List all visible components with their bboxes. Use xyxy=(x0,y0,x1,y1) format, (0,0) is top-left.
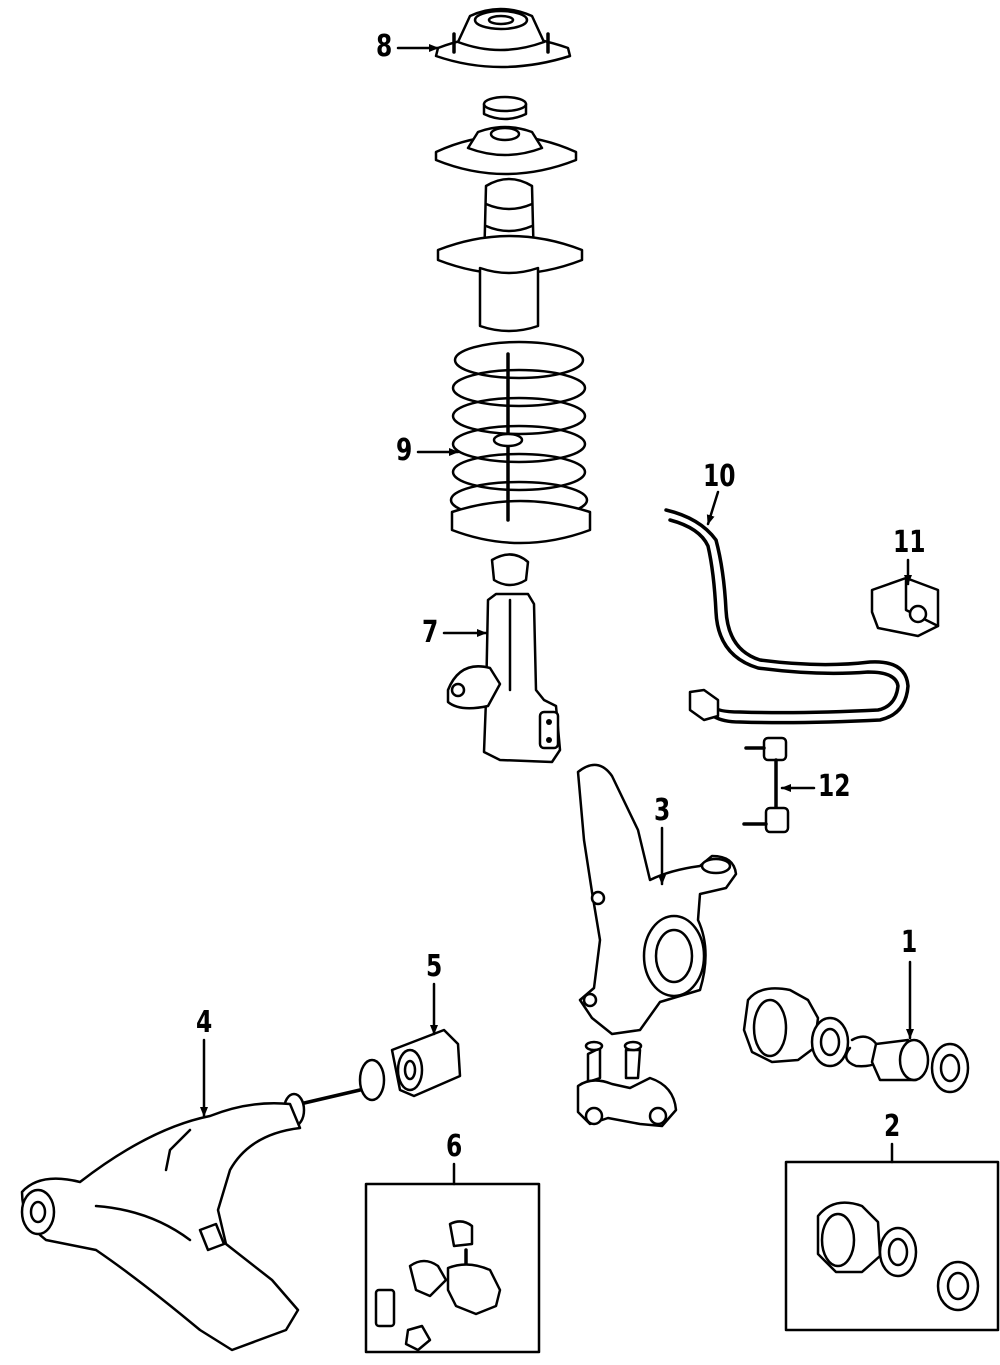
strut-assembly-part-7 xyxy=(446,553,562,764)
stabilizer-bushing-part-11 xyxy=(870,576,940,638)
control-arm-bushing-part-5 xyxy=(358,1028,462,1102)
callout-11: 11 xyxy=(893,525,926,560)
coil-spring-part-9 xyxy=(449,340,592,545)
callout-5: 5 xyxy=(426,949,443,984)
ball-joint-lower xyxy=(576,1040,678,1128)
callout-9: 9 xyxy=(396,433,413,468)
stabilizer-bar-part-10 xyxy=(664,508,910,725)
stabilizer-link-part-12 xyxy=(742,736,790,834)
steering-knuckle-part-3 xyxy=(576,763,738,1036)
bearing-cap xyxy=(482,95,528,121)
callout-10: 10 xyxy=(703,459,736,494)
boot-kit-part-2 xyxy=(784,1160,1000,1332)
dust-boot xyxy=(436,234,584,333)
leader-lines xyxy=(200,44,914,1186)
strut-mount-part-8 xyxy=(434,7,572,69)
callout-2: 2 xyxy=(884,1109,901,1144)
callout-1: 1 xyxy=(901,925,918,960)
lower-control-arm-part-4 xyxy=(20,1088,362,1352)
upper-spring-seat xyxy=(434,125,578,176)
callout-6: 6 xyxy=(446,1129,463,1164)
callout-7: 7 xyxy=(422,615,439,650)
callout-12: 12 xyxy=(818,769,851,804)
callout-4: 4 xyxy=(196,1005,213,1040)
cv-boot-kit-part-1 xyxy=(742,987,970,1094)
ball-joint-kit-part-6 xyxy=(364,1182,541,1354)
callout-3: 3 xyxy=(654,793,671,828)
callout-8: 8 xyxy=(376,29,393,64)
